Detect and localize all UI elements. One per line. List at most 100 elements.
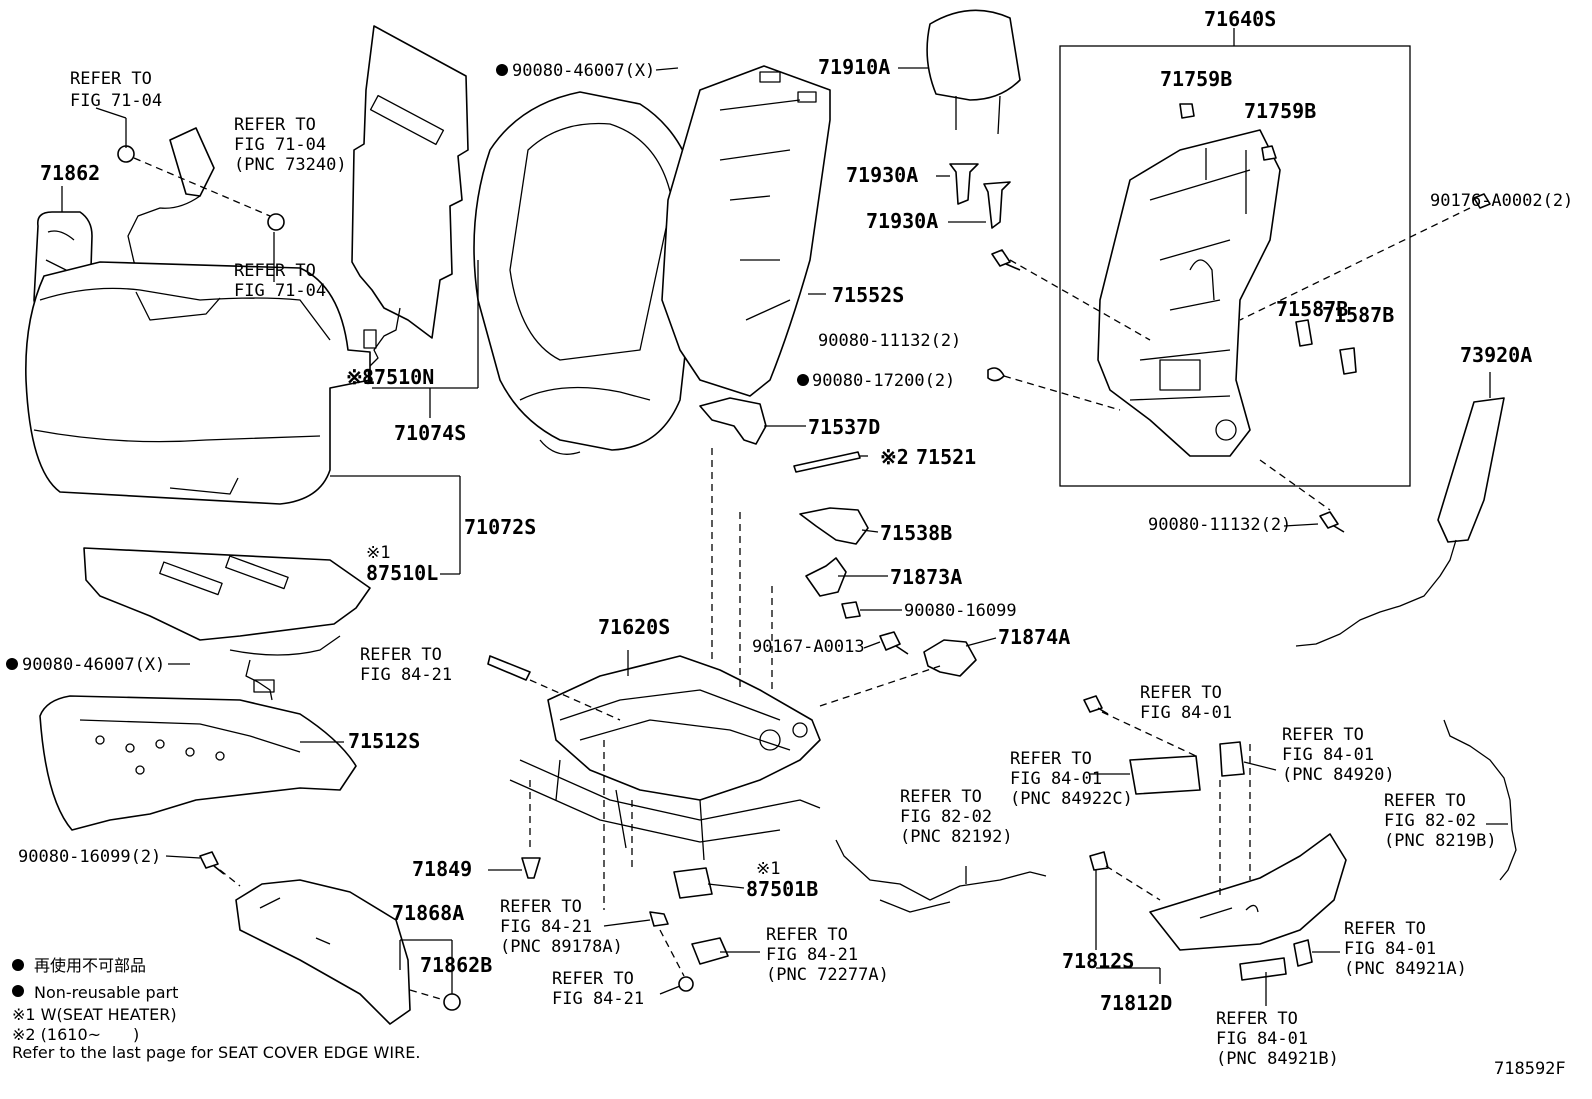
part-87501B-shape: [673, 867, 713, 899]
legend: 再使用不可部品 Non-reusable part ※1 W(SEAT HEAT…: [12, 956, 420, 1062]
part-drawings: [25, 9, 1517, 1025]
clip-icon: [117, 145, 135, 163]
label-71538B: 71538B: [880, 521, 952, 545]
part-73920A-shape: [1437, 397, 1505, 543]
label-71587B-2: 71587B: [1322, 303, 1394, 327]
label-71812S: 71812S: [1062, 949, 1134, 973]
label-71759B-2: 71759B: [1244, 99, 1316, 123]
label-71812D: 71812D: [1100, 991, 1172, 1015]
label-71552S: 71552S: [832, 283, 904, 307]
label-71910A: 71910A: [818, 55, 890, 79]
nonreusable-dot-46007b: [6, 658, 18, 670]
knob-84921A-shape: [1293, 939, 1313, 967]
part-87510L-shape: [83, 547, 371, 641]
part-71910A-shape: [926, 9, 1021, 101]
part-labels: 71862 71640S 71759B 71759B 71910A 71930A…: [6, 7, 1573, 1015]
switch-84922C-shape: [1129, 755, 1201, 795]
label-90080-16099-a: 90080-16099: [904, 601, 1017, 621]
legend-edge-wire: Refer to the last page for SEAT COVER ED…: [12, 1043, 420, 1062]
legend-note-2: ※2 (1610~ ): [12, 1025, 139, 1044]
part-71759B-shape-1: [1179, 103, 1195, 119]
legend-en: Non-reusable part: [34, 983, 178, 1002]
label-87501B: 87501B: [746, 877, 818, 901]
label-71537D: 71537D: [808, 415, 880, 439]
leader-lines: [61, 28, 1508, 1006]
label-71620S: 71620S: [598, 615, 670, 639]
part-71620S-shape: [547, 655, 821, 801]
label-90080-11132-a: 90080-11132(2): [818, 331, 961, 351]
label-73920A: 73920A: [1460, 343, 1532, 367]
part-71868A-shape: [235, 879, 411, 1025]
part-71849-shape: [521, 857, 541, 879]
assembly-box-71640S: [1059, 45, 1411, 487]
label-90167-A0013: 90167-A0013: [752, 637, 865, 657]
bolt-71812S-icon: [1089, 851, 1109, 871]
part-90176-shape: [1473, 193, 1491, 209]
bolt-refer-84-01-icon: [1083, 695, 1109, 715]
washer-icon: [267, 213, 285, 231]
knob-84920-shape: [1219, 741, 1245, 777]
label-71930A-2: 71930A: [866, 209, 938, 233]
part-71930A-shape-1: [949, 163, 979, 205]
label-71072S: 71072S: [464, 515, 536, 539]
label-71759B-1: 71759B: [1160, 67, 1232, 91]
label-71868A: 71868A: [392, 901, 464, 925]
mark-87510L: ※1: [366, 543, 390, 563]
legend-dot-en: [12, 985, 24, 997]
label-90080-46007-b: 90080-46007(X): [22, 655, 165, 675]
buckle-shape: [169, 127, 215, 197]
nonreusable-dot-17200: [797, 374, 809, 386]
wire-8219B-shape: [1443, 719, 1517, 881]
part-71552S-shape: [661, 65, 831, 397]
part-71812D-shape: [1149, 833, 1347, 951]
legend-jp: 再使用不可部品: [34, 956, 146, 975]
bolt-90080-16099-icon-a: [841, 601, 861, 619]
part-71074S-shape: [473, 91, 701, 451]
label-71587B-1: 71587B: [1276, 297, 1348, 321]
label-71862B: 71862B: [420, 953, 492, 977]
bolt-refer-84-21-icon: [487, 655, 531, 681]
label-87510L: 87510L: [366, 561, 438, 585]
bolt-90080-11132-icon-a: [991, 249, 1021, 271]
part-71640S-shape: [1097, 129, 1281, 457]
part-71521-shape: [793, 451, 861, 473]
label-71873A: 71873A: [890, 565, 962, 589]
label-71074S: 71074S: [394, 421, 466, 445]
label-90080-16099-b: 90080-16099(2): [18, 847, 161, 867]
part-71759B-shape-2: [1261, 145, 1277, 161]
bolt-90167-icon: [879, 631, 909, 655]
connector-72277A-shape: [691, 937, 729, 965]
label-71521: 71521: [916, 445, 976, 469]
part-71873A-shape: [805, 557, 847, 597]
mark-71521: ※2: [880, 445, 909, 469]
label-71930A-1: 71930A: [846, 163, 918, 187]
part-71538B-shape: [799, 507, 869, 545]
legend-dot-jp: [12, 959, 24, 971]
label-90176-A0002: 90176-A0002(2): [1430, 191, 1573, 211]
knob-84921B-shape: [1239, 957, 1287, 981]
mark-87510N: ※1: [346, 365, 375, 389]
label-71862: 71862: [40, 161, 100, 185]
label-90080-46007-a: 90080-46007(X): [512, 61, 655, 81]
label-71849: 71849: [412, 857, 472, 881]
label-90080-11132-b: 90080-11132(2): [1148, 515, 1291, 535]
diagram-code: 718592F: [1494, 1059, 1566, 1079]
legend-note-1: ※1 W(SEAT HEATER): [12, 1005, 177, 1024]
wire-82192-shape: [835, 839, 1047, 913]
label-71874A: 71874A: [998, 625, 1070, 649]
part-71537D-shape: [699, 397, 767, 445]
part-71512S-shape: [39, 695, 357, 831]
